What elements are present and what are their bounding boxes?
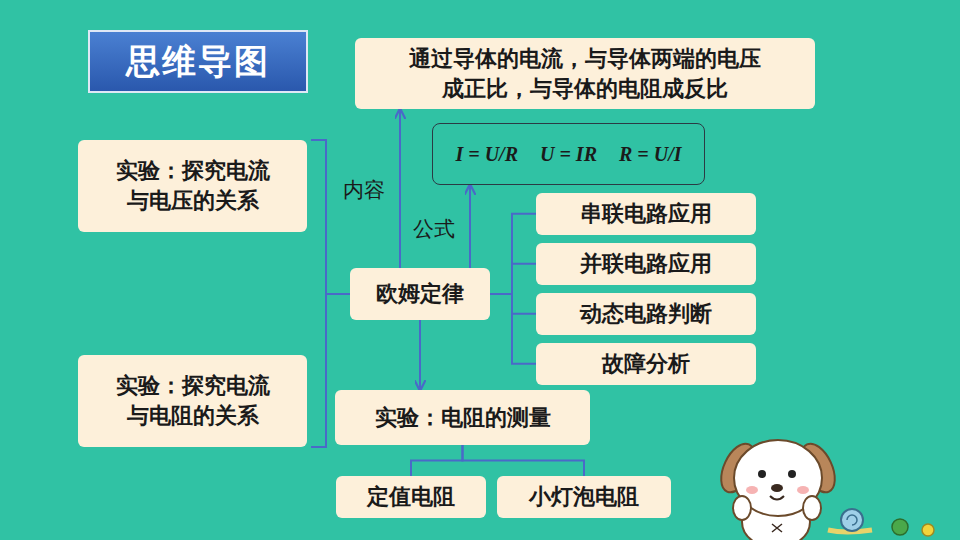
application-box: 故障分析 [536,343,756,385]
connector [463,445,585,476]
edge-label: 内容 [341,176,387,204]
branch-box: 定值电阻 [336,476,486,518]
central-topic-box: 欧姆定律 [350,268,490,320]
node-text: 故障分析 [602,349,690,379]
node-text: 小灯泡电阻 [529,482,639,512]
connector [469,185,471,268]
puppy-illustration [714,439,841,540]
connector [311,140,350,294]
snail-illustration [828,509,934,536]
node-text: 欧姆定律 [376,279,464,309]
formula-text: R = U/I [619,141,682,168]
formula-text: U = IR [540,141,597,168]
node-text: 实验：电阻的测量 [375,403,551,433]
node-text: 定值电阻 [367,482,455,512]
edge-label: 公式 [411,215,457,243]
node-text: 并联电路应用 [580,249,712,279]
node-text: 串联电路应用 [580,199,712,229]
connector [411,445,463,476]
title-box: 思维导图 [88,30,308,93]
branch-box: 小灯泡电阻 [497,476,671,518]
connector [490,214,536,294]
formula-box: I = U/R U = IR R = U/I [432,123,705,185]
application-box: 串联电路应用 [536,193,756,235]
application-box: 并联电路应用 [536,243,756,285]
experiment-box: 实验：电阻的测量 [335,390,590,445]
connector [419,320,421,390]
node-text: 通过导体的电流，与导体两端的电压 成正比，与导体的电阻成反比 [406,44,764,103]
experiment-box: 实验：探究电流与电阻的关系 [78,355,307,447]
application-box: 动态电路判断 [536,293,756,335]
formula-text: I = U/R [455,141,518,168]
experiment-box: 实验：探究电流与电压的关系 [78,140,307,232]
node-text: 实验：探究电流与电阻的关系 [113,371,273,430]
connector [490,294,536,364]
node-text: 实验：探究电流与电压的关系 [113,156,273,215]
connector [490,264,536,294]
connector [399,109,401,268]
title-text: 思维导图 [126,39,270,85]
content-box: 通过导体的电流，与导体两端的电压 成正比，与导体的电阻成反比 [355,38,815,109]
node-text: 动态电路判断 [580,299,712,329]
